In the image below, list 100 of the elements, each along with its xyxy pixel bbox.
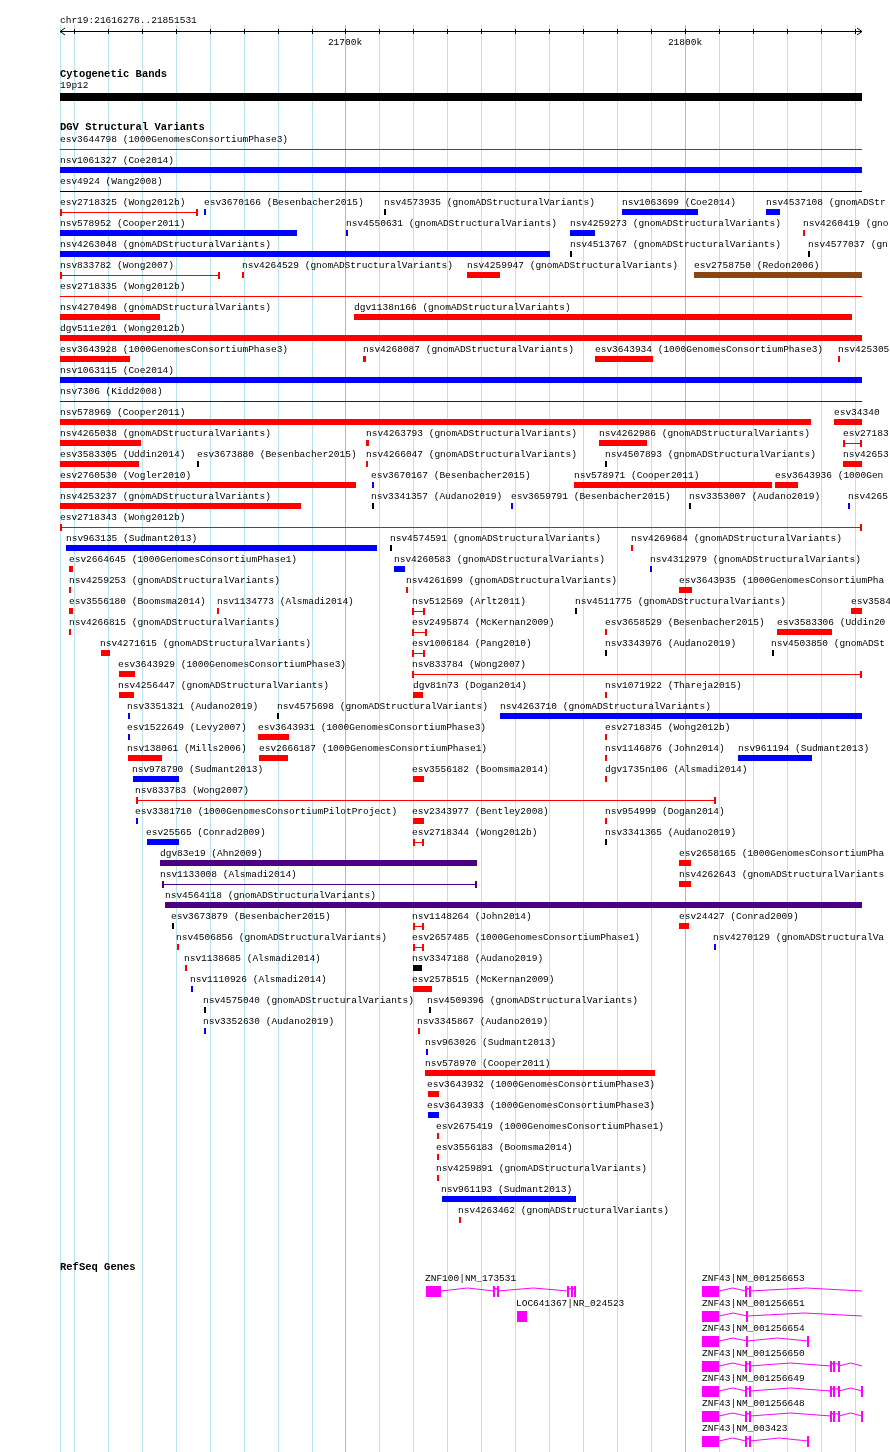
variant-label: nsv4265038 (gnomADStructuralVariants) <box>60 428 271 440</box>
variant-label: esv3556180 (Boomsma2014) <box>69 596 206 608</box>
variant-label: nsv4264529 (gnomADStructuralVariants) <box>242 260 453 272</box>
variant-label: nsv138061 (Mills2006) <box>127 743 247 755</box>
variant-label: esv2718325 (Wong2012b) <box>60 197 186 209</box>
variant-label: esv3658529 (Besenbacher2015) <box>605 617 765 629</box>
variant-label: nsv578970 (Cooper2011) <box>425 1058 551 1070</box>
variant-label: nsv4270129 (gnomADStructuralVa <box>713 932 885 944</box>
variant-label: esv3670167 (Besenbacher2015) <box>371 470 531 482</box>
variant-label: dgv81n73 (Dogan2014) <box>413 680 528 692</box>
variant-label: esv2718343 (Wong2012b) <box>60 512 186 524</box>
variant-label: nsv833783 (Wong2007) <box>135 785 250 797</box>
variant-label: esv34340 <box>834 407 880 419</box>
variant-label: nsv1063699 (Coe2014) <box>622 197 737 209</box>
variant-label: nsv4271615 (gnomADStructuralVariants) <box>100 638 311 650</box>
variant-label: nsv4259947 (gnomADStructuralVariants) <box>467 260 678 272</box>
variant-label: nsv4503850 (gnomADSt <box>771 638 886 650</box>
variant-label: esv3643934 (1000GenomesConsortiumPhase3) <box>595 344 824 356</box>
variant-label: esv2760530 (Vogler2010) <box>60 470 192 482</box>
variant-label: nsv4574591 (gnomADStructuralVariants) <box>390 533 601 545</box>
variant-label: esv3659791 (Besenbacher2015) <box>511 491 671 503</box>
variant-label: esv4924 (Wang2008) <box>60 176 163 188</box>
variant-label: esv3381710 (1000GenomesConsortiumPilotProject) <box>135 806 398 818</box>
track-title: DGV Structural Variants <box>60 121 205 133</box>
variant-label: esv2578515 (McKernan2009) <box>412 974 555 986</box>
variant-label: nsv4253237 (gnomADStructuralVariants) <box>60 491 271 503</box>
variant-label: nsv4575040 (gnomADStructuralVariants) <box>203 995 414 1007</box>
variant-label: nsv961193 (Sudmant2013) <box>441 1184 573 1196</box>
variant-label: esv25565 (Conrad2009) <box>146 827 266 839</box>
gene-label: ZNF43|NM_001256650 <box>702 1348 805 1360</box>
variant-label: nsv7306 (Kidd2008) <box>60 386 163 398</box>
variant-label: esv2718345 (Wong2012b) <box>605 722 731 734</box>
variant-label: esv3673880 (Besenbacher2015) <box>197 449 357 461</box>
variant-label: nsv3351321 (Audano2019) <box>127 701 259 713</box>
variant-label: nsv4256447 (gnomADStructuralVariants) <box>118 680 329 692</box>
variant-label: esv3643929 (1000GenomesConsortiumPhase3) <box>118 659 347 671</box>
variant-label: esv3670166 (Besenbacher2015) <box>204 197 364 209</box>
variant-label: nsv425305 <box>838 344 890 356</box>
gene-label: ZNF43|NM_001256653 <box>702 1273 805 1285</box>
gene-label: ZNF43|NM_001256654 <box>702 1323 805 1335</box>
variant-label: nsv963135 (Sudmant2013) <box>66 533 198 545</box>
variant-label: nsv4507893 (gnomADStructuralVariants) <box>605 449 816 461</box>
gene-label: LOC641367|NR_024523 <box>516 1298 625 1310</box>
variant-label: nsv3341365 (Audano2019) <box>605 827 737 839</box>
variant-label: nsv4260419 (gno <box>803 218 889 230</box>
variant-label: nsv4265 <box>848 491 888 503</box>
variant-label: nsv4263710 (gnomADStructuralVariants) <box>500 701 711 713</box>
variant-label: esv3673879 (Besenbacher2015) <box>171 911 331 923</box>
variant-label: nsv4312979 (gnomADStructuralVariants) <box>650 554 861 566</box>
variant-label: nsv3353007 (Audano2019) <box>689 491 821 503</box>
variant-label: nsv42653 <box>843 449 889 461</box>
variant-label: nsv4575698 (gnomADStructuralVariants) <box>277 701 488 713</box>
variant-label: esv24427 (Conrad2009) <box>679 911 799 923</box>
variant-label: nsv978790 (Sudmant2013) <box>132 764 264 776</box>
variant-label: nsv1134773 (Alsmadi2014) <box>217 596 354 608</box>
variant-label: nsv3352630 (Audano2019) <box>203 1016 335 1028</box>
variant-label: nsv4269684 (gnomADStructuralVariants) <box>631 533 842 545</box>
variant-label: nsv4263048 (gnomADStructuralVariants) <box>60 239 271 251</box>
variant-label: esv3643932 (1000GenomesConsortiumPhase3) <box>427 1079 656 1091</box>
variant-label: nsv4263793 (gnomADStructuralVariants) <box>366 428 577 440</box>
variant-label: nsv3347188 (Audano2019) <box>412 953 544 965</box>
variant-label: nsv4270498 (gnomADStructuralVariants) <box>60 302 271 314</box>
variant-label: nsv4268087 (gnomADStructuralVariants) <box>363 344 574 356</box>
variant-label: nsv1148264 (John2014) <box>412 911 532 923</box>
variant-label: esv2495874 (McKernan2009) <box>412 617 555 629</box>
variant-label: esv2675419 (1000GenomesConsortiumPhase1) <box>436 1121 665 1133</box>
variant-label: esv1522649 (Levy2007) <box>127 722 247 734</box>
variant-label: dgv1138n166 (gnomADStructuralVariants) <box>354 302 571 314</box>
variant-label: nsv4263462 (gnomADStructuralVariants) <box>458 1205 669 1217</box>
variant-label: nsv1146876 (John2014) <box>605 743 725 755</box>
axis-tick-label: 21800k <box>667 37 703 49</box>
variant-label: esv3556182 (Boomsma2014) <box>412 764 549 776</box>
track-title: RefSeq Genes <box>60 1261 136 1273</box>
variant-label: dgv1735n106 (Alsmadi2014) <box>605 764 748 776</box>
variant-label: nsv3345867 (Audano2019) <box>417 1016 549 1028</box>
variant-label: esv2658165 (1000GenomesConsortiumPha <box>679 848 885 860</box>
variant-label: nsv1063115 (Coe2014) <box>60 365 175 377</box>
variant-label: dgv511e201 (Wong2012b) <box>60 323 186 335</box>
variant-label: esv3583305 (Uddin2014) <box>60 449 186 461</box>
location-label: chr19:21616278..21851531 <box>60 15 197 27</box>
variant-label: nsv4266047 (gnomADStructuralVariants) <box>366 449 577 461</box>
variant-label: esv3643931 (1000GenomesConsortiumPhase3) <box>258 722 487 734</box>
track-title: Cytogenetic Bands <box>60 68 168 80</box>
variant-label: nsv4577037 (gn <box>808 239 888 251</box>
variant-label: nsv833784 (Wong2007) <box>412 659 527 671</box>
variant-label: nsv578969 (Cooper2011) <box>60 407 186 419</box>
variant-label: nsv4537108 (gnomADStr <box>766 197 886 209</box>
variant-label: esv3643933 (1000GenomesConsortiumPhase3) <box>427 1100 656 1112</box>
variant-label: nsv4511775 (gnomADStructuralVariants) <box>575 596 786 608</box>
variant-label: nsv4259891 (gnomADStructuralVariants) <box>436 1163 647 1175</box>
variant-label: esv3584 <box>851 596 890 608</box>
variant-label: nsv961194 (Sudmant2013) <box>738 743 870 755</box>
band-label: 19p12 <box>60 80 89 92</box>
variant-label: esv2718344 (Wong2012b) <box>412 827 538 839</box>
gene-label: ZNF43|NM_001256651 <box>702 1298 805 1310</box>
variant-label: nsv578971 (Cooper2011) <box>574 470 700 482</box>
variant-label: nsv512569 (Arlt2011) <box>412 596 527 608</box>
variant-label: nsv3343976 (Audano2019) <box>605 638 737 650</box>
variant-label: esv2343977 (Bentley2008) <box>412 806 549 818</box>
variant-label: esv27183 <box>843 428 889 440</box>
